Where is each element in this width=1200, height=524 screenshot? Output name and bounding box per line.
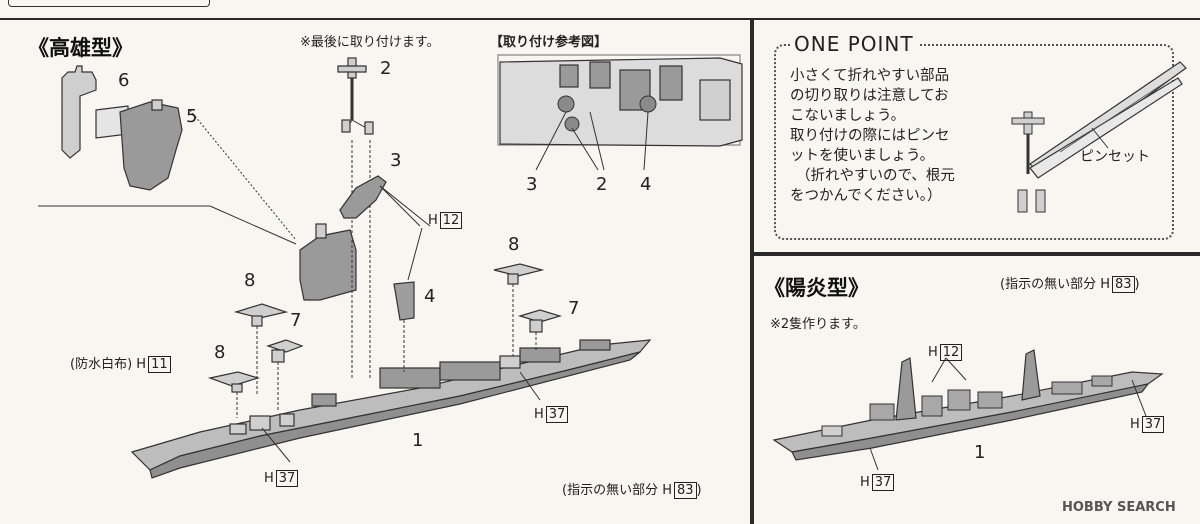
takao-diagram <box>38 54 743 479</box>
one-point-line: の切り取りは注意してお <box>790 88 949 104</box>
takao-hull-drawing <box>130 339 652 479</box>
tweezers-illustration <box>1011 61 1187 213</box>
part4-drawing <box>393 281 415 321</box>
one-point-box <box>774 44 1174 240</box>
tweezers-label: ピンセット <box>1080 149 1150 165</box>
part-label-2: 2 <box>380 58 392 79</box>
one-point-line: 取り付けの際にはピンセ <box>790 128 950 144</box>
one-point-text: 小さくて折れやすい部品 の切り取りは注意してお こないましょう。 取り付けの際に… <box>790 66 1005 206</box>
part-label-4: 4 <box>424 286 436 307</box>
bridge-detail-drawing <box>61 65 183 191</box>
kagero-title: 《陽炎型》 <box>764 276 869 300</box>
kagero-note: ※2隻作ります。 <box>770 317 866 332</box>
part-label-5: 5 <box>186 106 198 127</box>
ref-label-3: 3 <box>526 174 538 195</box>
one-point-line: （折れやすいので、根元 <box>796 168 955 184</box>
kagero-panel <box>752 254 1200 524</box>
top-header-fragment <box>8 0 210 7</box>
part7b-drawing <box>517 309 563 352</box>
takao-title: 《高雄型》 <box>28 36 133 60</box>
hobby-search-watermark: HOBBY SEARCH <box>1062 500 1176 515</box>
part-label-8c: 8 <box>508 234 520 255</box>
part-label-7a: 7 <box>290 310 302 331</box>
part8c-drawing <box>493 263 545 356</box>
part8a-drawing <box>233 303 289 396</box>
one-point-line: をつかんでください。） <box>790 188 942 204</box>
note-last: ※最後に取り付けます。 <box>300 35 440 50</box>
kagero-part-label-1: 1 <box>974 442 986 463</box>
one-point-panel <box>752 18 1200 254</box>
one-point-line: こないましょう。 <box>790 108 906 124</box>
mast-drawing <box>337 57 374 380</box>
one-point-line: ットを使いましょう。 <box>790 148 935 164</box>
part3-drawing <box>339 175 387 219</box>
part-label-1: 1 <box>412 430 424 451</box>
ref-label-2: 2 <box>596 174 608 195</box>
part-label-6: 6 <box>118 70 130 91</box>
part-label-3: 3 <box>390 150 402 171</box>
ref-label-4: 4 <box>640 174 652 195</box>
part-label-7b: 7 <box>568 298 580 319</box>
one-point-line: 小さくて折れやすい部品 <box>790 68 950 84</box>
part-label-8a: 8 <box>244 270 256 291</box>
kagero-hull-drawing <box>772 349 1164 471</box>
part7a-drawing <box>266 339 304 412</box>
part-label-8b: 8 <box>214 342 226 363</box>
takao-panel <box>0 18 752 524</box>
one-point-title: ONE POINT <box>790 34 918 54</box>
bridge-assembly-drawing <box>299 229 357 301</box>
ref-topview-drawing <box>497 54 743 171</box>
ref-diagram-title: 【取り付け参考図】 <box>490 35 608 50</box>
part8b-drawing <box>207 371 261 418</box>
